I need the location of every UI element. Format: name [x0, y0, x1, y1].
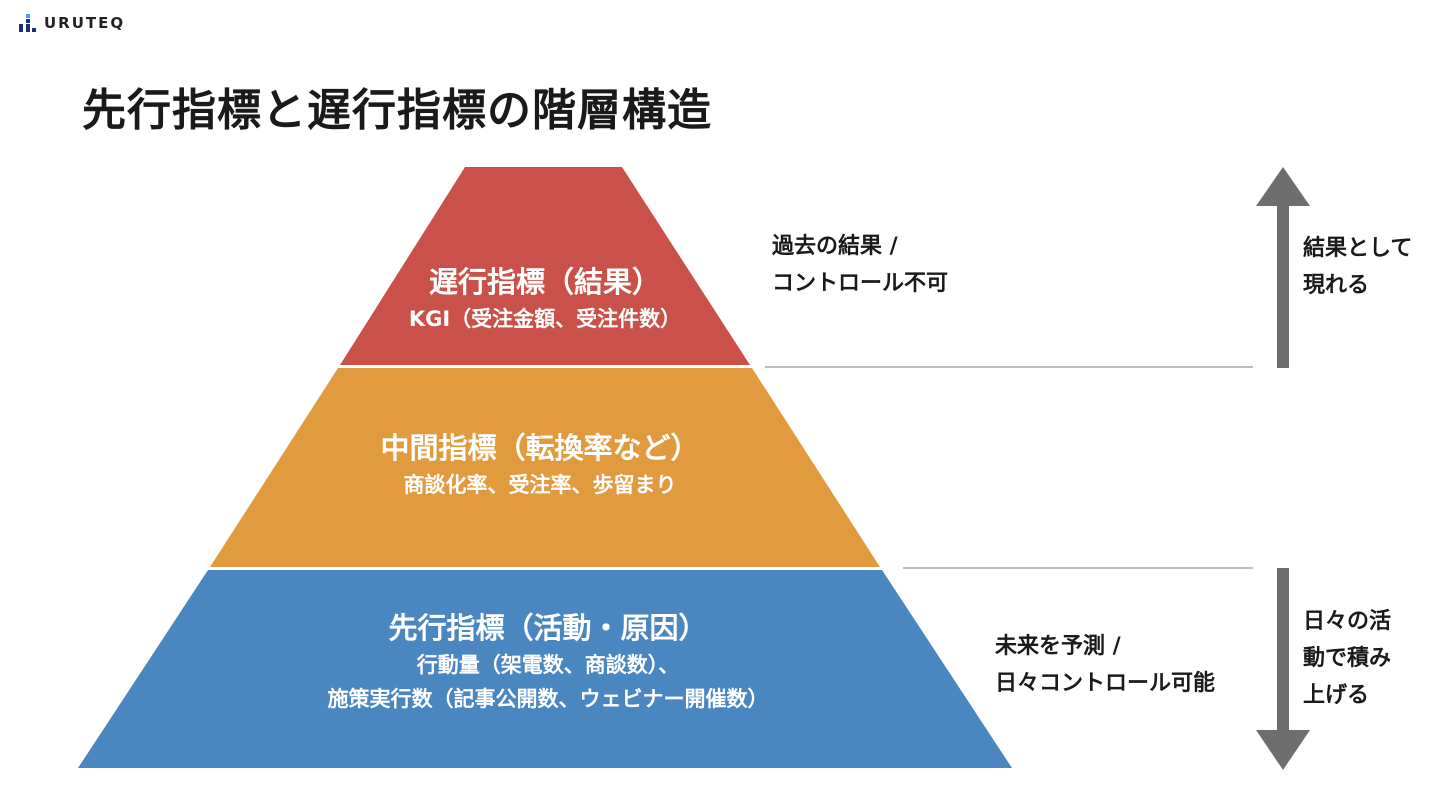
down-arrow-icon — [1256, 568, 1310, 770]
note-line: 過去の結果 / — [772, 234, 898, 259]
arrow-label-line: 日々の活 — [1303, 609, 1392, 634]
pyramid-middle-orange — [210, 368, 880, 567]
arrow-label-line: 上げる — [1303, 683, 1370, 708]
page-title: 先行指標と遅行指標の階層構造 — [82, 85, 712, 136]
arrow-label-line: 現れる — [1303, 273, 1370, 298]
logo-icon — [19, 14, 36, 32]
arrow-label-line: 動で積み — [1303, 646, 1392, 671]
up-arrow-icon — [1256, 167, 1310, 368]
level-lagging: 遅行指標（結果） KGI（受注金額、受注件数） — [409, 262, 681, 336]
level-intermediate: 中間指標（転換率など） 商談化率、受注率、歩留まり — [380, 428, 699, 502]
level-leading: 先行指標（活動・原因） 行動量（架電数、商談数）、 施策実行数（記事公開数、ウェ… — [328, 608, 769, 716]
level-heading: 先行指標（活動・原因） — [388, 611, 708, 645]
note-lagging: 過去の結果 / コントロール不可 — [772, 228, 948, 302]
note-line: 日々コントロール可能 — [995, 671, 1216, 696]
brand-logo: URUTEQ — [18, 14, 125, 32]
level-detail: 商談化率、受注率、歩留まり — [403, 473, 677, 497]
pyramid-bottom-blue — [78, 570, 1012, 768]
note-leading: 未来を予測 / 日々コントロール可能 — [995, 628, 1215, 702]
level-heading: 中間指標（転換率など） — [380, 431, 700, 465]
note-line: 未来を予測 / — [995, 634, 1121, 659]
level-heading: 遅行指標（結果） — [428, 265, 662, 299]
level-detail: 施策実行数（記事公開数、ウェビナー開催数） — [327, 687, 769, 711]
pyramid-top-red — [340, 167, 750, 365]
level-detail: KGI（受注金額、受注件数） — [408, 307, 682, 331]
level-detail: 行動量（架電数、商談数）、 — [416, 653, 680, 677]
arrow-label-line: 結果として — [1303, 236, 1413, 261]
up-arrow-label: 結果として 現れる — [1303, 230, 1412, 304]
note-line: コントロール不可 — [772, 271, 949, 296]
down-arrow-label: 日々の活 動で積み 上げる — [1303, 603, 1391, 714]
brand-name: URUTEQ — [44, 14, 126, 32]
